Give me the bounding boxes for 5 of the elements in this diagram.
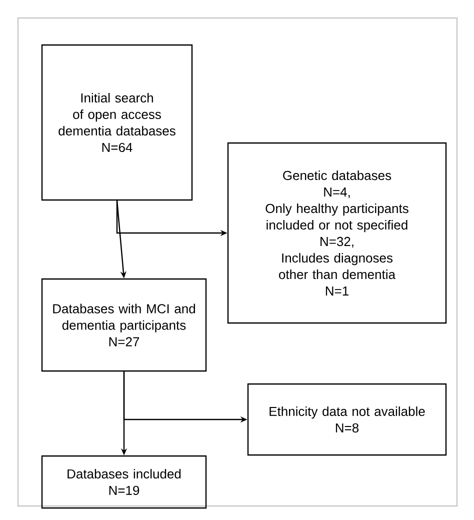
process-box: Genetic databases N=4, Only healthy participants included or not specified N=32, Includes diagnoses other than dementia N=1 xyxy=(227,142,447,324)
process-box: Ethnicity data not available N=8 xyxy=(247,383,447,456)
process-box: Databases with MCI and dementia participants N=27 xyxy=(41,278,207,372)
process-box: Initial search of open access dementia databases N=64 xyxy=(41,44,193,201)
process-box: Databases included N=19 xyxy=(41,455,207,509)
